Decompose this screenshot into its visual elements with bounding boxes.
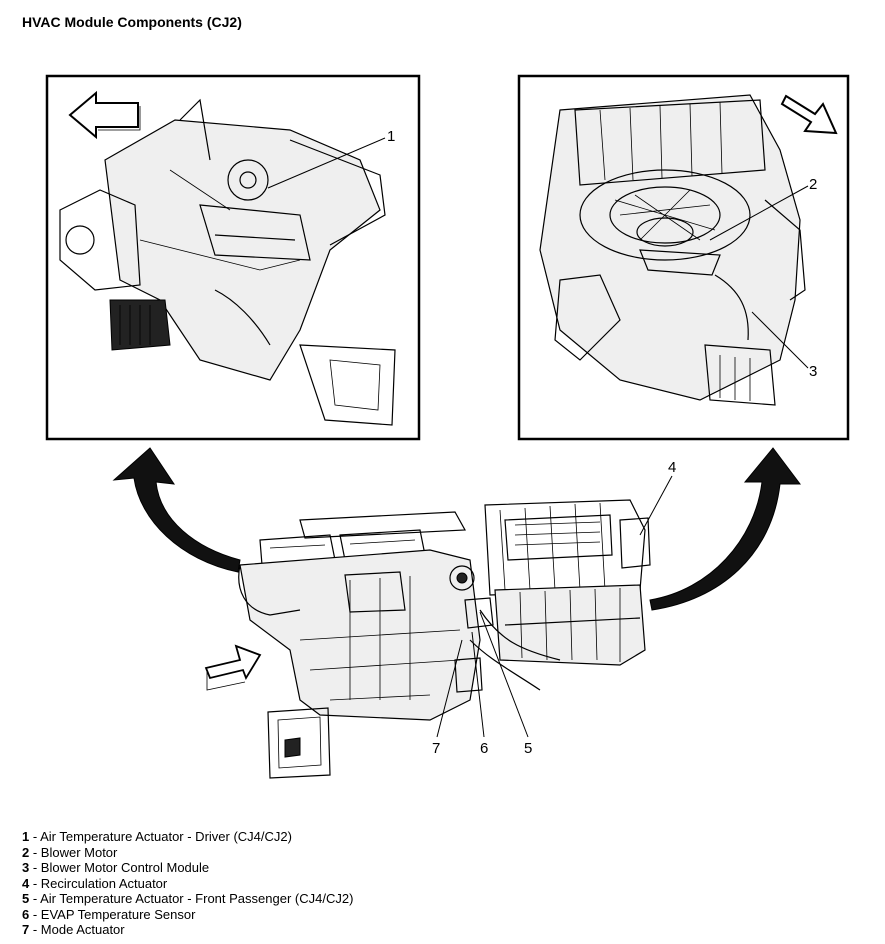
right-curved-arrow-icon [649,447,801,611]
callout-6: 6 [480,740,488,757]
legend-item: 7 - Mode Actuator [22,922,125,937]
left-direction-arrow-icon [68,90,141,140]
inlet-arrow-icon [204,644,262,691]
right-direction-arrow-icon [780,94,838,135]
component-legend: 1 - Air Temperature Actuator - Driver (C… [22,829,353,938]
legend-item: 3 - Blower Motor Control Module [22,860,210,875]
callout-3: 3 [809,363,817,380]
left-housing-illustration [59,98,396,426]
callout-1: 1 [387,128,395,145]
main-hvac-module-illustration [238,499,651,779]
callout-2: 2 [809,176,817,193]
left-detail-panel: 1 [45,74,421,441]
left-curved-arrow-icon [112,447,241,573]
callout-7: 7 [432,740,440,757]
callout-5: 5 [524,740,532,757]
page-title: HVAC Module Components (CJ2) [22,14,242,30]
legend-item: 6 - EVAP Temperature Sensor [22,906,196,922]
right-housing-illustration [539,94,806,406]
legend-item: 2 - Blower Motor [22,844,118,860]
callout-4: 4 [668,459,676,476]
legend-item: 1 - Air Temperature Actuator - Driver (C… [22,829,292,844]
legend-item: 4 - Recirculation Actuator [22,875,168,891]
legend-item: 5 - Air Temperature Actuator - Front Pas… [22,891,354,906]
right-detail-panel: 2 3 [517,74,850,441]
